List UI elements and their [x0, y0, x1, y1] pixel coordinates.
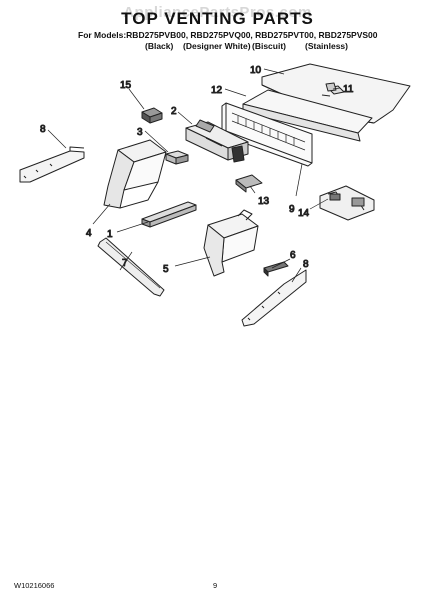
callout-7: 7 [122, 258, 128, 269]
part-6-connector [263, 261, 289, 277]
part-8-bracket-right [241, 269, 307, 327]
watermark: AppliancePartsPros.com [123, 4, 312, 21]
callout-12: 12 [211, 85, 223, 96]
page-header: AppliancePartsPros.com TOP VENTING PARTS… [0, 0, 435, 60]
part-8-bracket-left [19, 146, 85, 183]
page-number: 9 [213, 581, 218, 590]
page-title: TOP VENTING PARTS [121, 9, 314, 28]
models-line: For Models:RBD275PVB00, RBD275PVQ00, RBD… [78, 30, 378, 40]
part-14-control-bracket [319, 185, 375, 221]
variant-black: (Black) [145, 41, 174, 51]
part-12-vent-panel [221, 89, 373, 167]
callout-2: 2 [171, 106, 177, 117]
part-11-clip [325, 82, 337, 92]
document-number: W10216066 [14, 581, 55, 590]
callout-4: 4 [86, 228, 92, 239]
callout-6: 6 [290, 250, 296, 261]
part-5-deflector [203, 209, 259, 277]
exploded-parts-diagram: 10 12 11 15 2 3 8 9 13 14 4 1 7 5 6 8 [19, 63, 411, 327]
callout-5: 5 [163, 264, 169, 275]
variant-biscuit: (Biscuit) [252, 41, 286, 51]
callout-3: 3 [137, 127, 143, 138]
leader-lines [47, 68, 341, 283]
part-13-pad [235, 174, 263, 193]
part-3-terminal-block [165, 150, 189, 165]
callout-1: 1 [107, 229, 113, 240]
callout-11: 11 [343, 84, 354, 95]
part-4-duct-housing [103, 139, 167, 209]
callout-8-left: 8 [40, 124, 46, 135]
variant-stainless: (Stainless) [305, 41, 348, 51]
callout-15: 15 [120, 80, 132, 91]
callout-13: 13 [258, 196, 270, 207]
part-7-rail [97, 237, 165, 297]
callout-9: 9 [289, 204, 295, 215]
callout-8-right: 8 [303, 259, 309, 270]
part-2-blower-assembly [185, 119, 249, 163]
part-9-louvre-strip [231, 112, 306, 151]
callout-numbers: 10 12 11 15 2 3 8 9 13 14 4 1 7 5 6 8 [40, 65, 355, 276]
part-1-filter-strip [141, 201, 197, 228]
variant-designer-white: (Designer White) [183, 41, 251, 51]
part-15-switch [141, 107, 163, 124]
callout-14: 14 [298, 208, 310, 219]
callout-10: 10 [250, 65, 262, 76]
